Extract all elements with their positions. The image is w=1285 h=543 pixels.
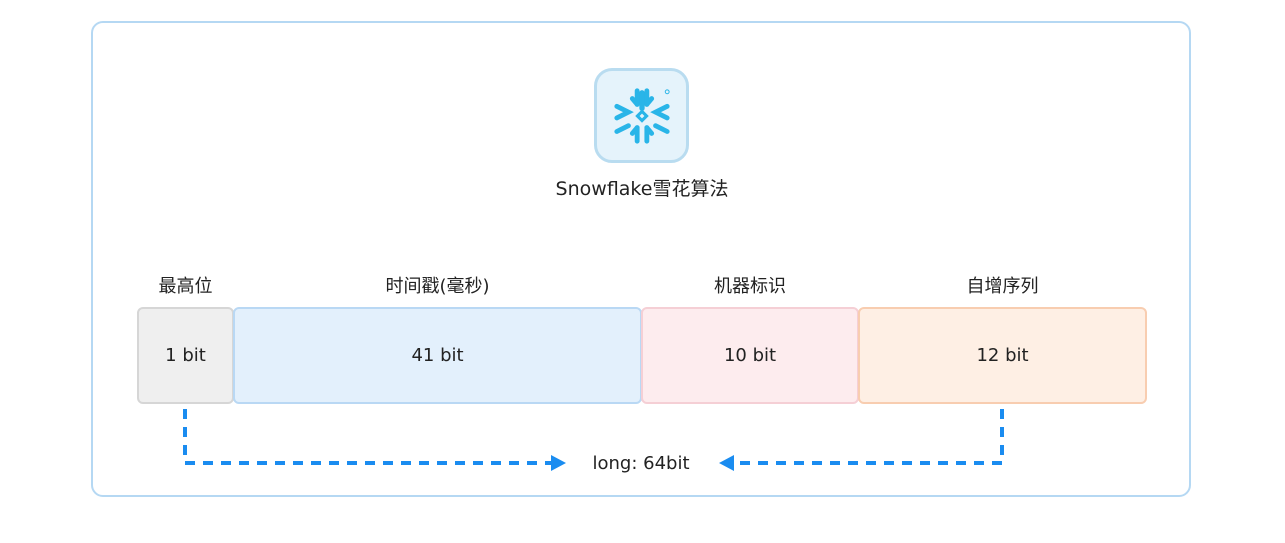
segment-sign-bit: 1 bit bbox=[137, 307, 234, 404]
right-arrow-line bbox=[733, 409, 1004, 465]
segment-size: 12 bit bbox=[976, 345, 1029, 366]
total-bits-label: long: 64bit bbox=[592, 453, 690, 474]
segment-size: 41 bit bbox=[411, 345, 464, 366]
segment-machine-id: 10 bit bbox=[641, 307, 859, 404]
segment-label-machine-id: 机器标识 bbox=[714, 276, 786, 297]
segment-timestamp: 41 bit bbox=[233, 307, 642, 404]
segment-label-timestamp: 时间戳(毫秒) bbox=[385, 276, 490, 297]
segment-label-sign-bit: 最高位 bbox=[158, 276, 213, 297]
segment-sequence: 12 bit bbox=[858, 307, 1147, 404]
segment-size: 1 bit bbox=[165, 345, 206, 366]
segment-label-sequence: 自增序列 bbox=[966, 276, 1039, 297]
snowflake-icon bbox=[613, 87, 670, 144]
diagram-title: Snowflake雪花算法 bbox=[555, 178, 729, 200]
left-arrow-line bbox=[183, 409, 552, 465]
snowflake-logo-icon bbox=[594, 68, 689, 163]
left-pointing-arrowhead-icon bbox=[719, 455, 734, 471]
segment-size: 10 bit bbox=[723, 345, 777, 366]
right-pointing-arrowhead-icon bbox=[551, 455, 566, 471]
